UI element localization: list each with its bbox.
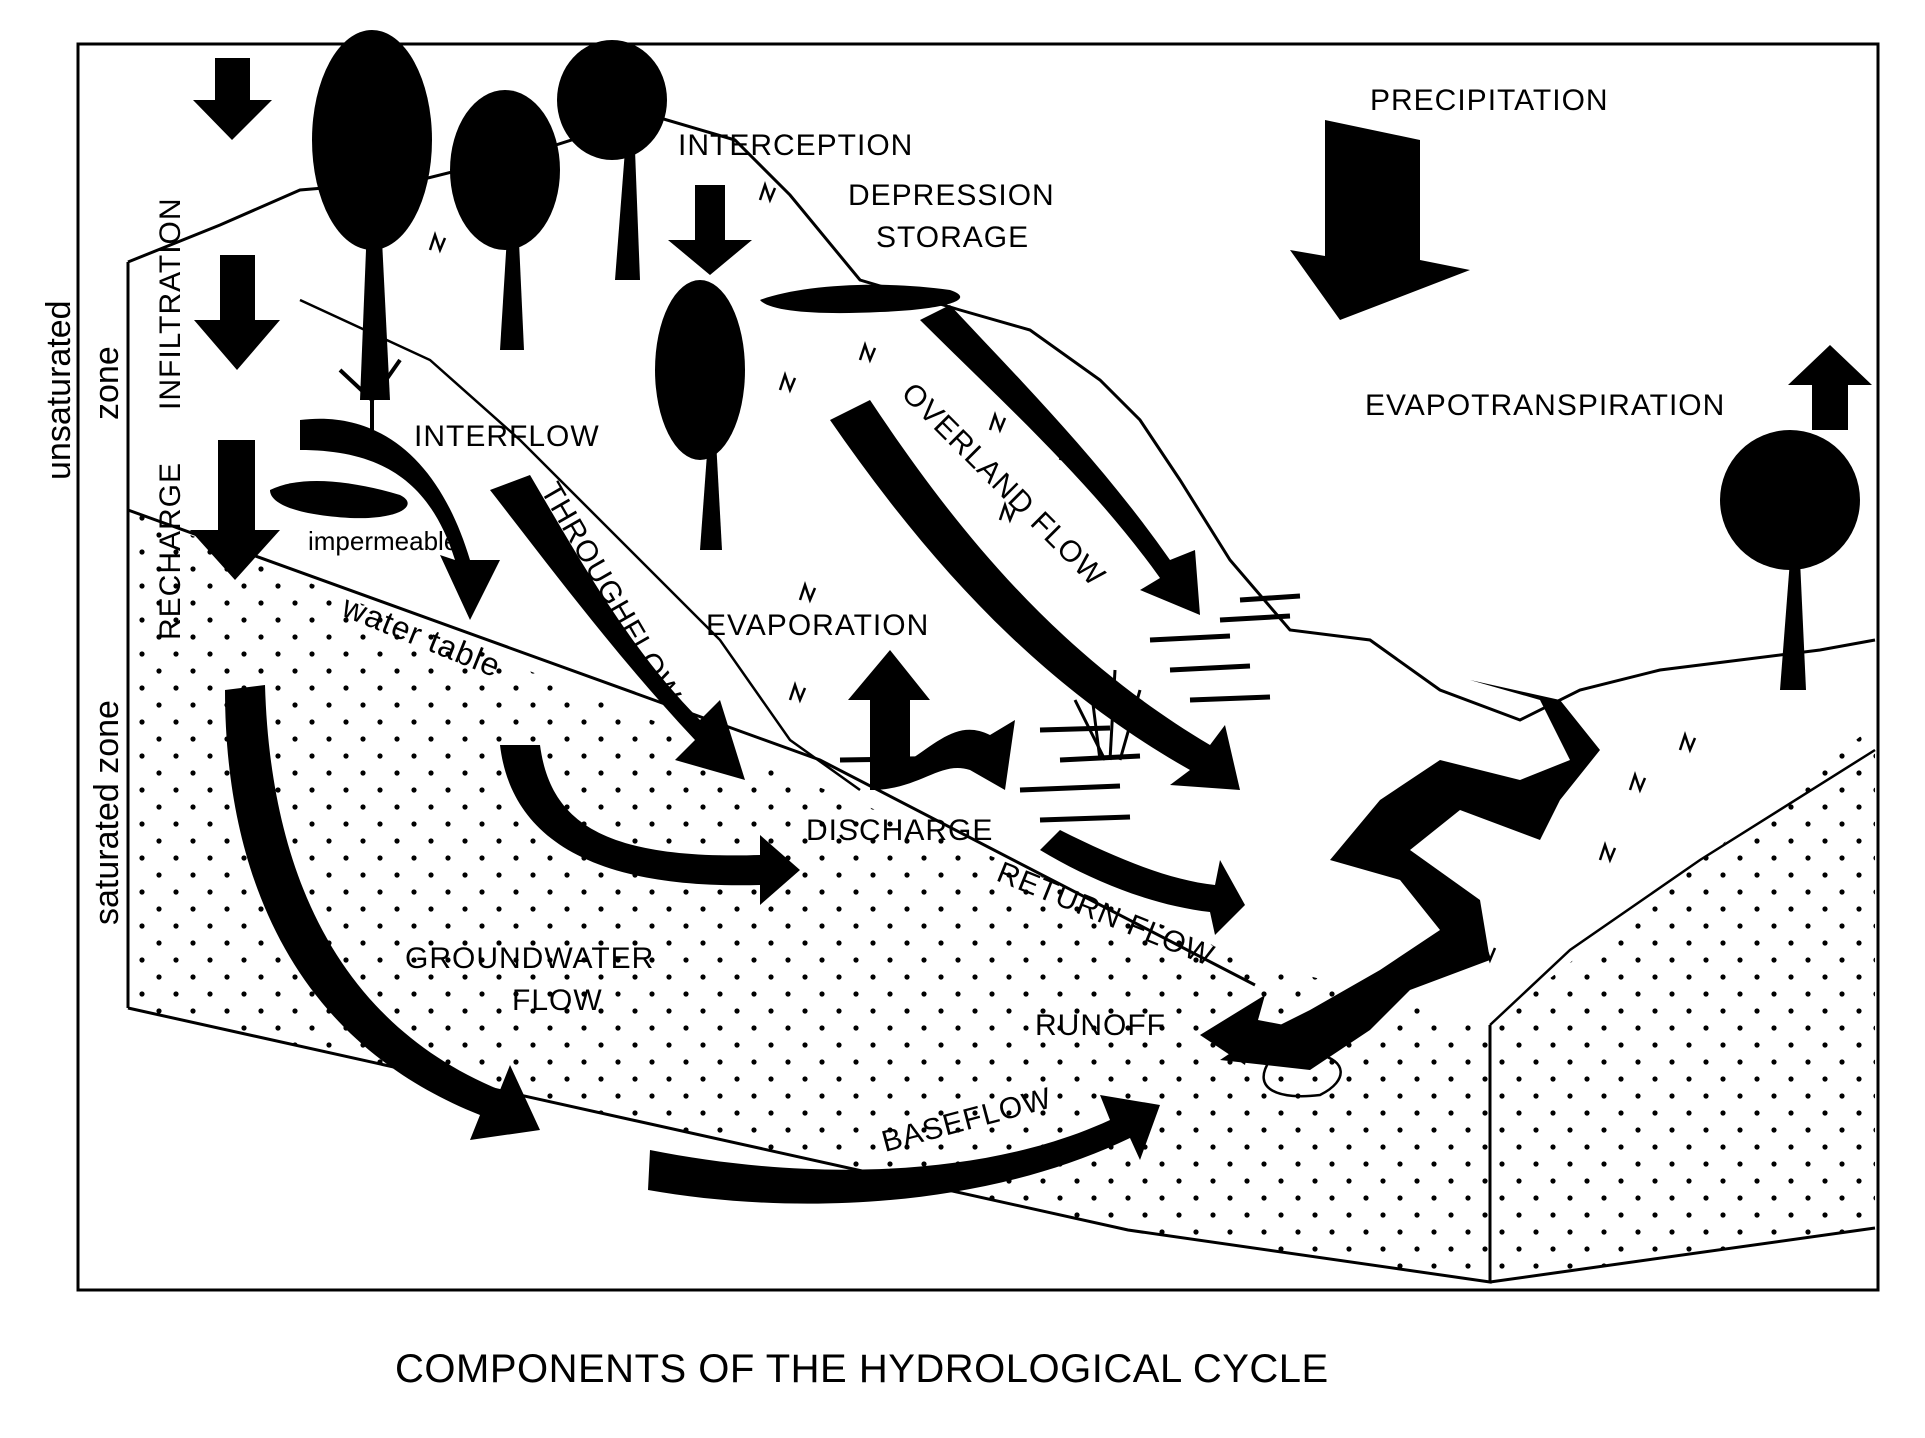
label-impermeable: impermeable [308,526,458,556]
label-unsaturated: unsaturated [40,300,78,480]
saturated-zone-block [128,510,1875,1282]
stream-pool [1262,1053,1342,1098]
label-saturated-zone: saturated zone [88,700,126,925]
label-depression-storage-2: STORAGE [876,221,1029,254]
deep-groundwater-arrow [225,685,540,1140]
figure-caption: COMPONENTS OF THE HYDROLOGICAL CYCLE [395,1347,1329,1391]
tree-5 [1720,430,1860,690]
label-evaporation: EVAPORATION [706,609,929,642]
return-flow-arrow [1040,830,1245,935]
grass-tufts [428,181,1697,964]
block-right-edge [1489,1226,1876,1284]
label-throughflow: THROUGHFLOW [534,477,687,709]
tree-4 [655,280,745,550]
groundwater-flow-arrow [500,745,800,905]
label-groundwater-1: GROUNDWATER [405,942,654,975]
tree-1 [312,30,432,430]
depression-storage-pond [760,284,961,314]
label-runoff: RUNOFF [1035,1009,1166,1042]
throughflow-arrow [490,475,745,780]
interflow-arrow [300,418,500,620]
hillslope-edge [299,298,861,792]
river-channel [1220,680,1600,1070]
overland-flow-arrow-left [830,400,1240,790]
precipitation-arrow [1290,120,1470,320]
impermeable-layer [270,480,408,519]
top-left-rain-arrow [193,58,272,140]
interception-arrow [668,185,752,275]
diagram-frame [76,42,1880,1292]
label-infiltration: INFILTRATION [154,197,187,410]
label-evapotranspiration: EVAPOTRANSPIRATION [1365,389,1725,422]
label-interception: INTERCEPTION [678,129,913,162]
overland-flow-arrow-right [920,305,1200,615]
evapotranspiration-arrow [1788,345,1872,430]
label-groundwater-2: FLOW [512,984,603,1017]
baseflow-arrow [648,1095,1160,1204]
right-bank [1489,748,1876,1026]
label-unsaturated-zone: zone [88,346,126,420]
runoff-arrow [1200,995,1310,1065]
infiltration-arrow [194,255,280,370]
label-depression-storage-1: DEPRESSION [848,179,1055,212]
tree-3 [557,40,667,280]
evaporation-arrow [848,650,1015,790]
label-discharge: DISCHARGE [806,814,993,847]
label-recharge: RECHARGE [154,462,187,640]
tree-2 [450,90,560,350]
label-precipitation: PRECIPITATION [1370,84,1609,117]
recharge-arrow [190,440,280,580]
label-interflow: INTERFLOW [414,420,600,453]
